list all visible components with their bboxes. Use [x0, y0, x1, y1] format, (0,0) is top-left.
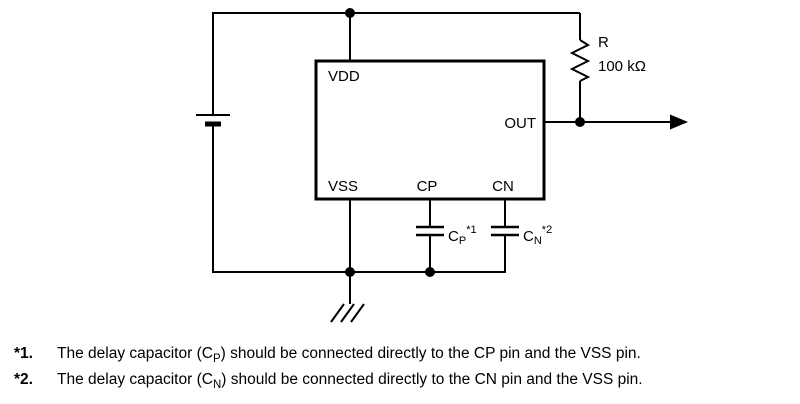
schematic-svg: VDD OUT VSS CP CN R 100 kΩ CP*1 CN*2 — [196, 8, 688, 323]
footnote-2-sub: N — [212, 379, 222, 392]
footnote-2-text: The delay capacitor (CN) should be conne… — [57, 367, 643, 393]
junction-dots — [345, 8, 585, 277]
ground-symbol — [330, 303, 365, 323]
pin-label-cp: CP — [417, 178, 438, 195]
junction-vdd-top — [345, 8, 355, 18]
footnote-1-pre: The delay capacitor (C — [57, 345, 213, 362]
junction-out-resistor — [575, 117, 585, 127]
battery-symbol — [196, 114, 230, 127]
junction-cp-bottom — [425, 267, 435, 277]
wires — [212, 12, 674, 304]
cap-n-footnote-ref: *2 — [542, 224, 552, 236]
footnotes: *1. The delay capacitor (CP) should be c… — [14, 341, 794, 393]
resistor-value-label: 100 kΩ — [598, 58, 646, 75]
footnote-2-marker: *2. — [14, 371, 33, 388]
cap-n-base: C — [523, 228, 534, 245]
footnote-1-sub: P — [212, 353, 221, 366]
pin-label-out: OUT — [504, 115, 536, 132]
footnote-2-post: ) should be connected directly to the CN… — [221, 371, 643, 388]
footnote-2-pre: The delay capacitor (C — [57, 371, 213, 388]
ground-stroke-2 — [340, 303, 355, 323]
footnote-2: *2. The delay capacitor (CN) should be c… — [14, 367, 794, 393]
cap-n-subscript: N — [534, 235, 542, 247]
cap-p-base: C — [448, 228, 459, 245]
ic-body — [314, 59, 546, 201]
cap-n-label: CN*2 — [523, 224, 552, 247]
cap-p-label: CP*1 — [448, 224, 477, 247]
ground-stroke-3 — [350, 303, 365, 323]
footnote-1: *1. The delay capacitor (CP) should be c… — [14, 341, 794, 367]
ground-stroke-1 — [330, 303, 345, 323]
footnote-1-text: The delay capacitor (CP) should be conne… — [57, 341, 641, 367]
resistor-name-label: R — [598, 34, 609, 51]
cap-p-footnote-ref: *1 — [466, 224, 476, 236]
junction-vss-bottom — [345, 267, 355, 277]
capacitor-n-symbol — [491, 225, 519, 237]
capacitor-p-symbol — [416, 225, 444, 237]
pin-label-cn: CN — [492, 178, 514, 195]
cap-p-subscript: P — [459, 235, 466, 247]
out-arrow — [670, 114, 688, 130]
pin-label-vdd: VDD — [328, 68, 360, 85]
resistor-symbol — [569, 39, 591, 82]
pin-label-vss: VSS — [328, 178, 358, 195]
footnote-1-post: ) should be connected directly to the CP… — [220, 345, 641, 362]
footnote-1-marker: *1. — [14, 345, 33, 362]
